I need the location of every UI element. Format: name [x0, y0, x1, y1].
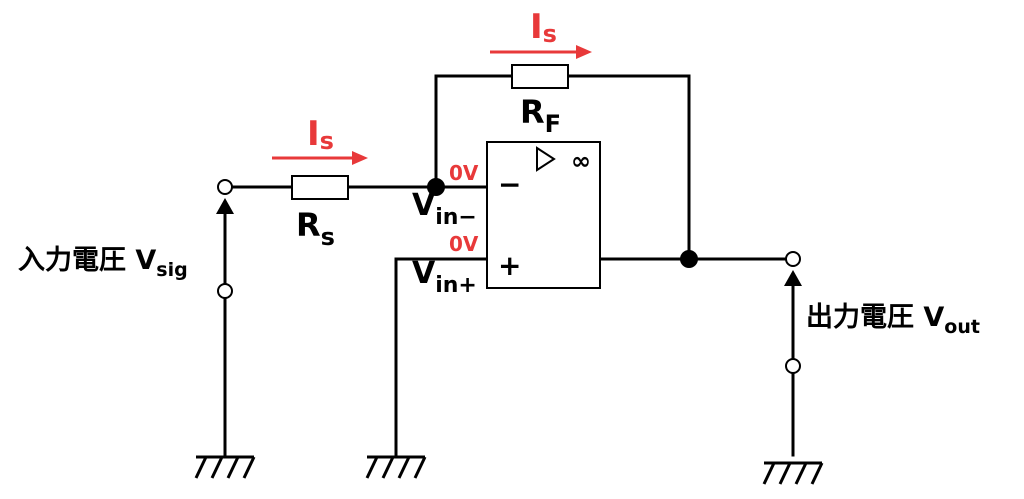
- resistor-rf: [511, 64, 569, 89]
- current-arrow-top-head: [576, 45, 592, 59]
- input-voltage-label: 入力電圧 Vsig: [18, 245, 188, 281]
- current-label-top: Is: [530, 7, 557, 48]
- ground-symbol-output: [762, 461, 824, 485]
- opamp-plus-sign: +: [498, 249, 521, 282]
- vin-minus-label: Vin−: [412, 188, 477, 230]
- wire-plus-input: [394, 257, 489, 457]
- current-label-left: Is: [307, 114, 334, 155]
- wire-feedback-right: [566, 74, 691, 261]
- input-terminal-bottom: [217, 283, 233, 299]
- output-terminal-top: [785, 251, 801, 267]
- resistor-rs-label: Rs: [296, 206, 335, 251]
- vin-plus-label: Vin+: [412, 256, 477, 298]
- input-voltage-arrow-head: [216, 198, 234, 214]
- wire-feedback-left: [434, 74, 514, 189]
- output-voltage-arrow-head: [784, 270, 802, 286]
- inverting-node-voltage: 0V: [449, 161, 479, 185]
- junction-output-node: [680, 250, 698, 268]
- resistor-rs: [291, 175, 349, 200]
- opamp-gain-symbol: ∞: [571, 147, 591, 175]
- ground-symbol-input: [194, 455, 256, 479]
- output-voltage-label: 出力電圧 Vout: [806, 302, 980, 338]
- output-terminal-bottom: [785, 358, 801, 374]
- junction-inverting-node: [427, 178, 445, 196]
- opamp-minus-sign: −: [498, 168, 521, 201]
- noninverting-node-voltage: 0V: [449, 232, 479, 256]
- input-terminal-top: [217, 179, 233, 195]
- ground-symbol-plus: [365, 455, 427, 479]
- resistor-rf-label: RF: [520, 93, 561, 138]
- current-arrow-left-head: [352, 151, 368, 165]
- opamp-triangle-icon: [536, 146, 556, 172]
